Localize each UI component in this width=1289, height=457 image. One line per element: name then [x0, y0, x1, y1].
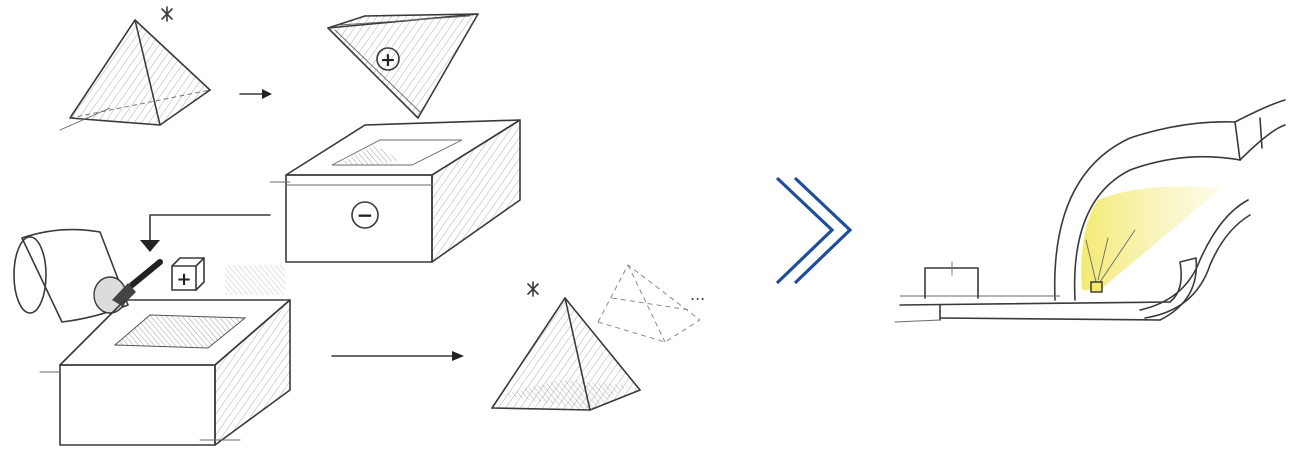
spark-icon — [527, 281, 539, 297]
plus-symbol: + — [380, 49, 396, 71]
paint-brush-icon — [112, 259, 163, 306]
ellipsis-text: ... — [690, 285, 705, 304]
box-minus — [269, 119, 521, 263]
plus-symbol: + — [176, 269, 191, 290]
minus-symbol: − — [357, 203, 374, 227]
arrow-right-2 — [331, 351, 464, 361]
shadow-hatching — [225, 265, 285, 295]
light-source — [1090, 281, 1103, 293]
double-chevron-icon — [775, 176, 853, 285]
pyramid-start — [59, 19, 211, 131]
small-bracket — [924, 261, 979, 299]
light-beam — [1081, 186, 1222, 290]
plus-cube: + — [171, 257, 205, 291]
minus-badge: − — [351, 201, 379, 229]
connector-line — [140, 214, 271, 252]
inverted-pyramid — [327, 13, 479, 119]
pyramid-result — [491, 297, 641, 411]
canopy-structure — [1053, 99, 1286, 319]
plus-badge-top: + — [376, 47, 400, 71]
floor-platform — [894, 257, 1198, 323]
box-bottom — [39, 299, 291, 446]
pyramid-ghost — [597, 264, 701, 343]
paint-can — [13, 228, 129, 323]
arrow-right-1 — [239, 89, 272, 99]
spark-icon — [161, 6, 173, 22]
